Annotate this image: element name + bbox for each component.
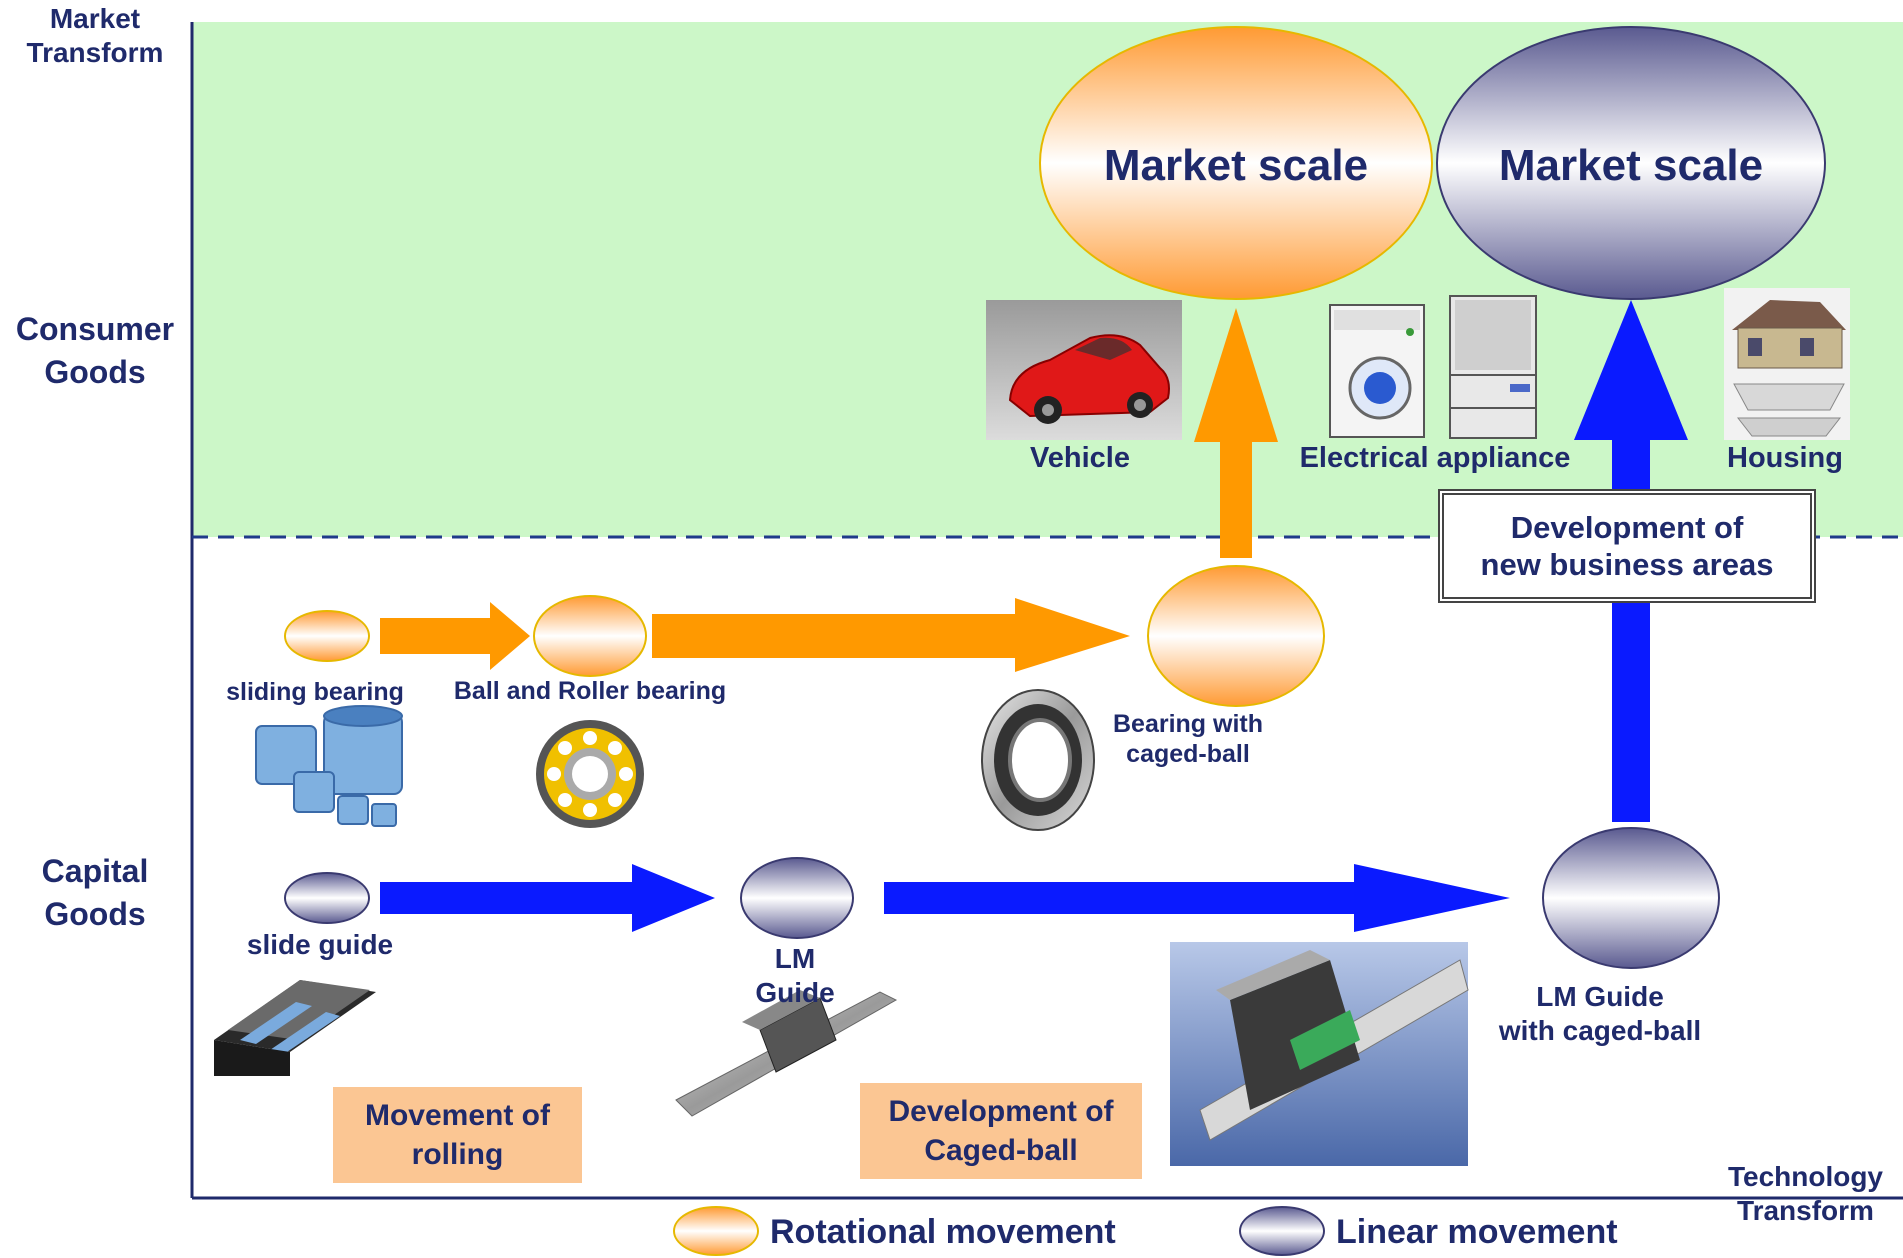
y-axis-title: Market Transform (26, 3, 164, 68)
arrow-caged-to-market (1194, 308, 1278, 558)
ball-roller-bearing-image (536, 720, 644, 828)
caged-bearing-label: Bearing with caged-ball (1112, 710, 1263, 768)
movement-of-rolling-note: Movement of rolling (333, 1087, 582, 1183)
arrow-sliding-to-ball (380, 602, 530, 670)
development-new-business-box: Development of new business areas (1438, 489, 1816, 603)
sliding-bearing-label: sliding bearing (226, 678, 404, 706)
slide-guide-ellipse (284, 872, 370, 924)
slide-guide-label: slide guide (246, 929, 394, 960)
capital-goods-label: Capital Goods (41, 853, 149, 933)
ball-roller-bearing-label: Ball and Roller bearing (453, 677, 727, 705)
legend-linear-label: Linear movement (1336, 1213, 1618, 1251)
market-scale-linear-ellipse (1436, 26, 1826, 300)
arrow-ball-to-caged (652, 598, 1130, 672)
legend-rotational-label: Rotational movement (770, 1213, 1116, 1251)
development-new-business-label: Development of new business areas (1480, 509, 1774, 582)
lm-guide-ellipse (740, 857, 854, 939)
arrow-lm-to-lmcaged (884, 864, 1510, 932)
legend-rotational-icon (673, 1206, 759, 1256)
lm-caged-ellipse (1542, 827, 1720, 969)
ball-roller-bearing-ellipse (533, 595, 647, 677)
lm-guide-label: LM Guide (755, 943, 835, 1008)
caged-ball-bearing-image (981, 689, 1095, 831)
rotational-arrows (380, 308, 1278, 672)
consumer-goods-label: Consumer Goods (15, 311, 175, 391)
caged-bearing-ellipse (1147, 565, 1325, 707)
market-scale-rotational-ellipse (1039, 26, 1433, 300)
housing-label: Housing (1727, 442, 1843, 474)
slide-guide-image (214, 980, 376, 1076)
legend-linear-icon (1239, 1206, 1325, 1256)
sliding-bearing-image (255, 705, 403, 827)
lm-guide-image (675, 990, 898, 1117)
refrigerator-image (1449, 295, 1537, 439)
sliding-bearing-ellipse (284, 610, 370, 662)
vehicle-label: Vehicle (1030, 442, 1130, 474)
development-caged-ball-note: Development of Caged-ball (860, 1083, 1142, 1179)
arrow-slide-to-lm (380, 864, 715, 932)
market-scale-rotational-label: Market scale (1103, 141, 1369, 190)
lm-caged-guide-image (1170, 942, 1469, 1166)
lm-caged-label: LM Guide with caged-ball (1498, 981, 1702, 1046)
washing-machine-image (1329, 304, 1425, 438)
electrical-appliance-label: Electrical appliance (1299, 442, 1571, 474)
market-scale-linear-label: Market scale (1498, 141, 1764, 190)
x-axis-title: Technology Transform (1727, 1161, 1884, 1226)
vehicle-image (986, 300, 1182, 440)
house-image (1724, 288, 1850, 440)
